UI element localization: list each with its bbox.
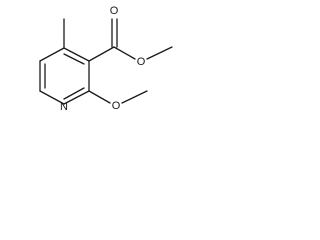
bond-ring-carbonyl — [88, 46, 115, 62]
bond-c1-n — [63, 90, 90, 105]
methoxy-oxygen-label: O — [112, 100, 121, 112]
methoxy-group — [88, 90, 148, 104]
bond-carbonyl-ether-oxygen — [113, 46, 136, 60]
bond-c3-c2-double — [63, 53, 85, 65]
atom-carbonyl-o: O — [110, 5, 119, 17]
chemical-structure: N O O O — [39, 5, 173, 113]
bond-c4-c3 — [39, 47, 65, 62]
ester-group — [88, 18, 173, 62]
bond-n-c6 — [39, 90, 65, 105]
atom-ether-o: O — [137, 56, 146, 68]
bond-c3-c2 — [63, 47, 90, 62]
atom-methoxy-o: O — [112, 100, 121, 112]
bond-methoxy-oxygen-methyl — [121, 90, 148, 104]
ring-nitrogen-label: N — [60, 101, 68, 113]
bond-ring-methoxy-oxygen — [88, 90, 111, 104]
pyridine-ring — [39, 47, 90, 105]
bond-ether-oxygen-methyl — [146, 46, 173, 60]
bond-c1-n-double — [63, 87, 85, 100]
atom-n: N — [60, 101, 68, 113]
carbonyl-oxygen-label: O — [110, 5, 119, 17]
ester-ether-oxygen-label: O — [137, 56, 146, 68]
